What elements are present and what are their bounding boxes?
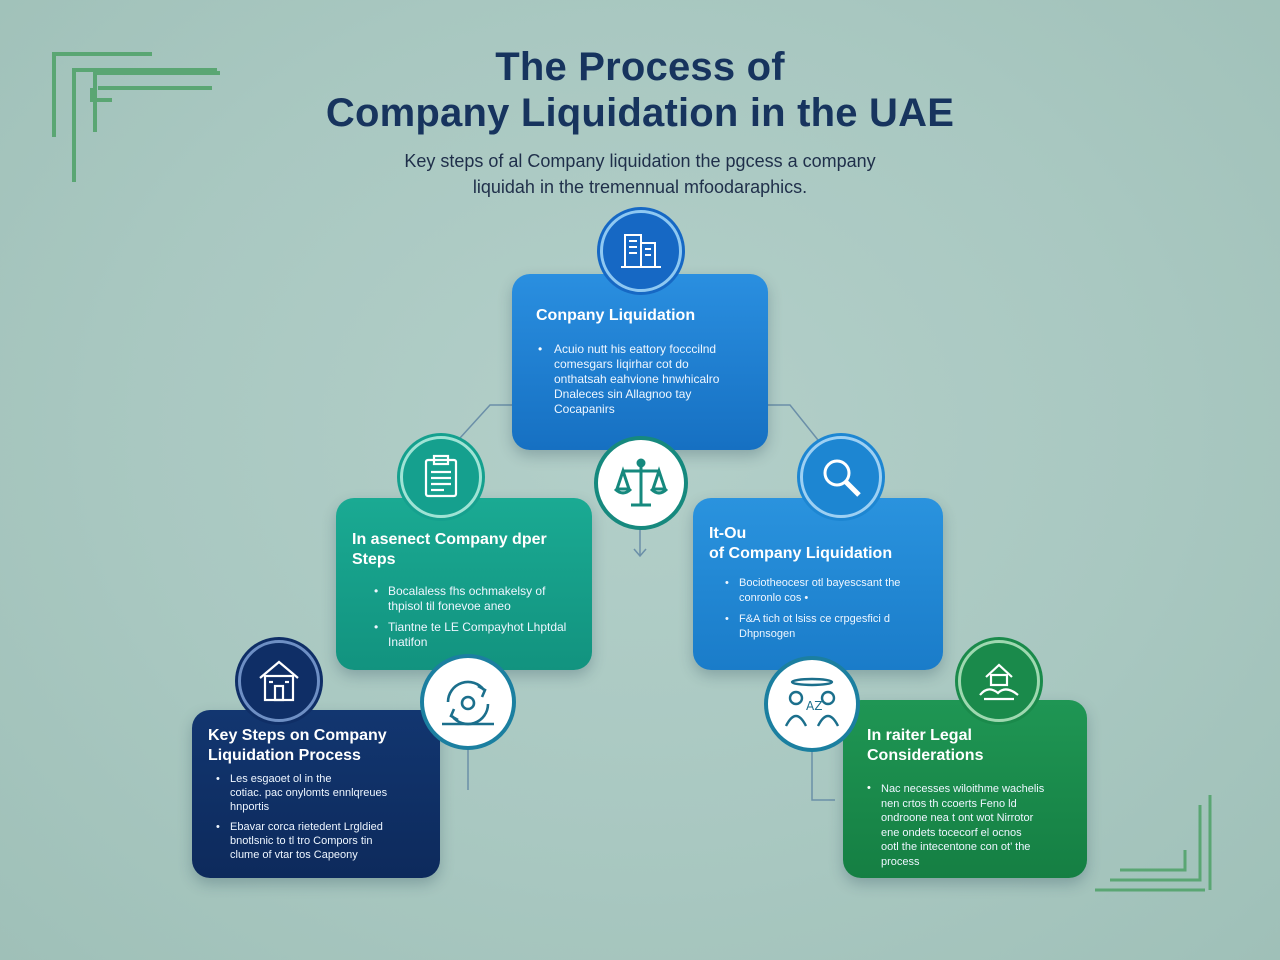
bullet-item: Bociotheocesr otl bayescsant the conronl… [725,576,927,606]
bullet-line: conronlo cos • [739,592,809,604]
card-legal-considerations: In raiter Legal Considerations • Nac nec… [843,700,1087,878]
bullet-line: Tiantne te LE Compayhot Lhptdal [388,620,567,634]
card-line: nen crtos th ccoerts Feno ld [881,797,1017,810]
card-line: comesgars Iiqirhar cot do [554,357,689,371]
card-line: ootl the intecentone con ot’ the [881,841,1031,853]
clipboard-document-icon [400,436,482,518]
hands-handshake-icon [958,640,1040,722]
subtitle-line-2: liquidah in the tremennual mfoodaraphics… [472,177,808,197]
card-body: • Acuio nutt his eattory focccilnd comes… [536,342,746,417]
card-line: process [881,855,920,868]
card-title-line-1: In raiter Legal [867,727,972,744]
bullet-line: cotiac. pac onylomts ennlqreues [230,787,388,799]
bullet-line: Bociotheocesr otl bayescsant the [739,577,901,589]
magnifying-glass-icon [800,436,882,518]
top-left-corner-decoration [52,52,220,182]
card-company-liquidation: Conpany Liquidation • Acuio nutt his eat… [512,274,768,450]
house-building-icon [238,640,320,722]
card-title-line-2: of Company Liquidation [709,545,893,562]
card-title-line-2: Steps [352,551,396,568]
bullet-line: Dhpnsogen [739,628,796,640]
card-line: Acuio nutt his eattory focccilnd [554,342,717,356]
card-line: onthatsah eahvione hnwhicalro [554,372,720,386]
bullet-dot: • [538,342,543,356]
card-bullet-list: Les esgaoet ol in the cotiac. pac onylom… [208,772,428,862]
bullet-item: Les esgaoet ol in the cotiac. pac onylom… [216,772,428,814]
card-title-line-1: Key Steps on Company [208,727,387,744]
card-title-line-1: It-Ou [709,525,747,542]
bullet-line: clume of vtar tos Capeony [230,849,358,861]
card-line: Cocapanirs [554,402,615,416]
bullet-line: bnotlsnic to tl tro Compors tin [230,835,373,847]
card-line: ene ondets tocecorf el ocnos [881,826,1022,839]
bullet-line: Bocalaless fhs ochmakelsy of [388,584,546,598]
card-key-steps-liquidation-process: Key Steps on Company Liquidation Process… [192,710,440,878]
card-body: • Nac necesses wiloithme wachelis nen cr… [867,782,1073,869]
bullet-item: Ebavar corca rietedent Lrgldied bnotlsni… [216,820,428,862]
bullet-item: F&A tich ot lsiss ce crpgesfici d Dhpnso… [725,612,927,642]
card-out-of-company-liquidation: It-Ou of Company Liquidation Bociotheoce… [693,498,943,670]
bullet-dot: • [867,782,871,794]
page-subtitle: Key steps of al Company liquidation the … [0,148,1280,200]
card-title: Conpany Liquidation [536,307,696,324]
bullet-line: F&A tich ot lsiss ce crpgesfici d [739,613,890,625]
card-title-line-1: In asenect Company dper [352,531,547,548]
bullet-line: hnportis [230,801,270,813]
card-title-line-2: Liquidation Process [208,747,361,764]
bullet-line: Inatifon [388,635,428,649]
circular-arrows-icon [420,654,516,750]
bottom-right-corner-decoration [1095,795,1212,892]
bullet-item: Tiantne te LE Compayhot Lhptdal Inatifon [374,620,576,650]
office-building-icon [600,210,682,292]
bullet-line: Ebavar corca rietedent Lrgldied [230,821,383,833]
bullet-line: Les esgaoet ol in the [230,773,332,785]
subtitle-line-1: Key steps of al Company liquidation the … [404,151,876,171]
card-line: Dnaleces sin Allagnoo tay [554,387,692,401]
card-company-steps: In asenect Company dper Steps Bocalaless… [336,498,592,670]
card-title-line-2: Considerations [867,747,984,764]
svg-text:AZ: AZ [806,699,822,713]
title-line-2: Company Liquidation in the UAE [325,91,955,135]
card-line: ondroone nea t ont wot Nirrotor [881,812,1034,824]
bullet-item: Bocalaless fhs ochmakelsy of thpisol til… [374,584,576,614]
people-group-icon: AZ [764,656,860,752]
card-line: Nac necesses wiloithme wachelis [881,783,1045,795]
page-title: The Process of Company Liquidation in th… [0,44,1280,136]
bullet-line: thpisol til fonevoe aneo [388,599,511,613]
card-bullet-list: Bocalaless fhs ochmakelsy of thpisol til… [352,584,576,650]
card-bullet-list: Bociotheocesr otl bayescsant the conronl… [709,576,927,642]
scales-of-justice-icon [594,436,688,530]
title-line-1: The Process of [495,45,785,89]
